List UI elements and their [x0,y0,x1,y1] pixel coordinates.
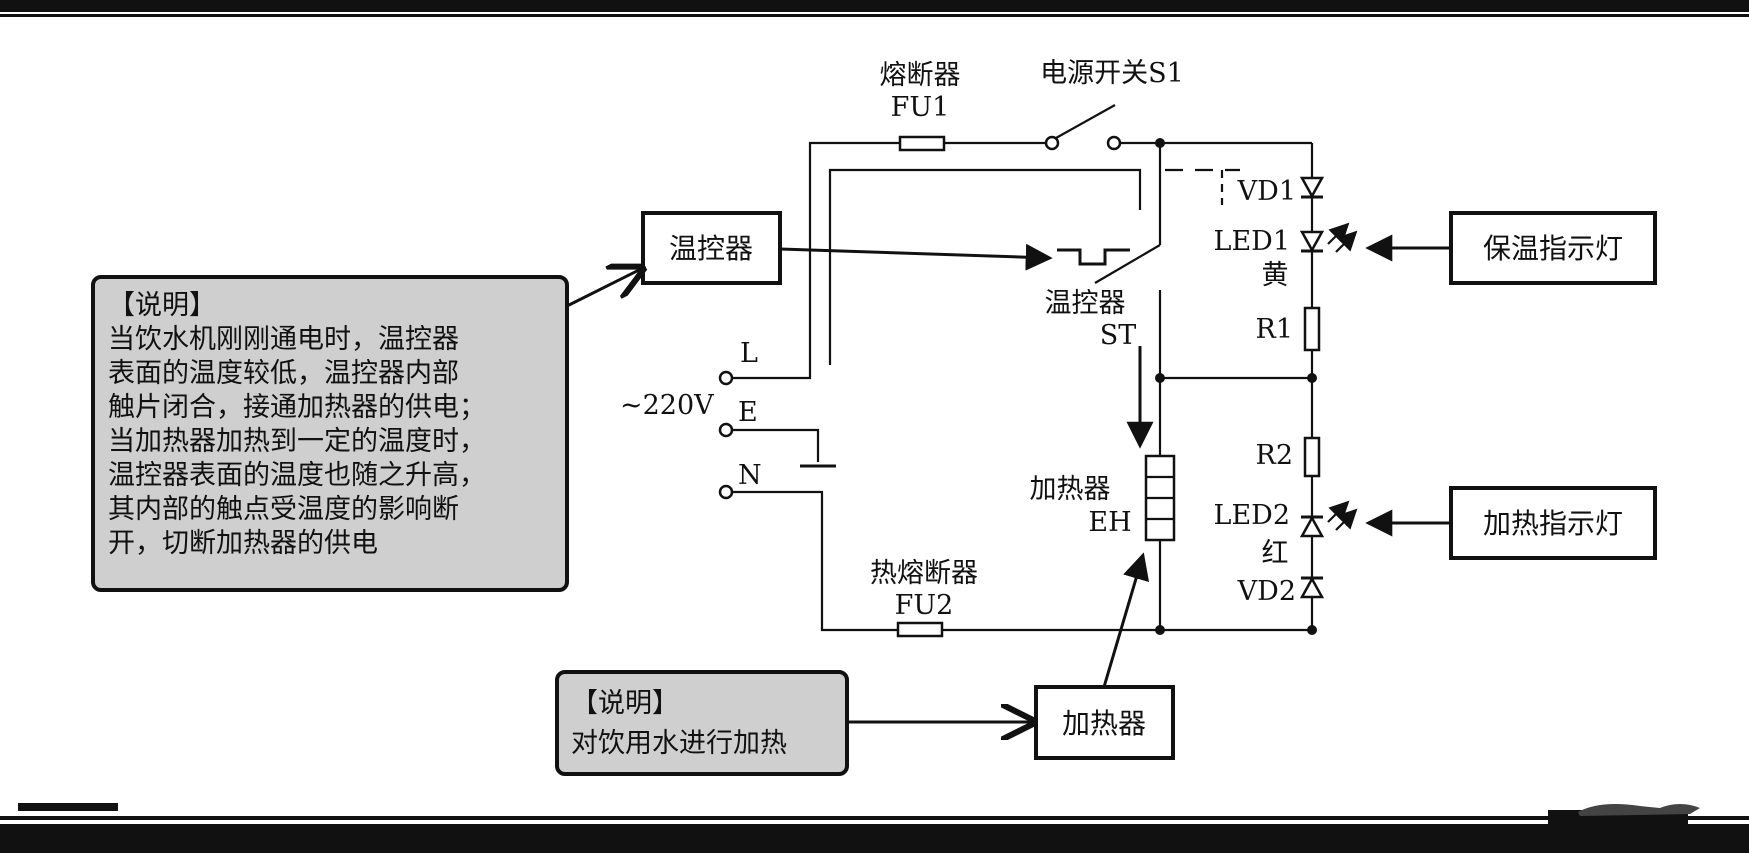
note-left-line: 其内部的触点受温度的影响断 [108,494,459,525]
vd1-label: VD1 [1237,176,1296,207]
thermostat-code: ST [1100,320,1137,351]
note-left-line: 触片闭合，接通加热器的供电； [108,392,486,423]
box-keep-warm-lamp: 保温指示灯 [1449,211,1657,285]
box-heating-lamp-label: 加热指示灯 [1483,507,1623,540]
box-thermostat: 温控器 [641,211,782,285]
power-switch-s1: 电源开关S1 [1040,58,1184,151]
terminal-e [718,422,734,438]
diode-vd1: VD1 [1237,176,1325,207]
supply-terminals: L E N ~220V [620,338,762,500]
fuse-fu1: 熔断器 FU1 [880,60,961,152]
fuse-fu2: 热熔断器 FU2 [870,558,978,638]
heater-label: 加热器 [1030,474,1111,505]
led1: LED1 黄 [1214,222,1358,291]
terminal-e-label: E [738,397,758,428]
led2: LED2 红 [1214,500,1358,569]
heater-code: EH [1088,507,1131,538]
box-keep-warm-lamp-label: 保温指示灯 [1483,232,1623,265]
led2-color: 红 [1262,538,1289,569]
switch-label: 电源开关S1 [1040,58,1184,89]
note-bottom-line: 【说明】 [571,688,679,719]
diode-vd2: VD2 [1237,576,1325,607]
circuit-wiring [730,141,1314,632]
vd2-label: VD2 [1237,576,1296,607]
note-left-line: 温控器表面的温度也随之升高， [108,460,486,491]
supply-voltage-label: ~220V [620,390,714,421]
terminal-l-label: L [740,338,758,369]
note-left: 【说明】 当饮水机刚刚通电时，温控器 表面的温度较低，温控器内部 触片闭合，接通… [91,275,569,592]
thermostat-label: 温控器 [1045,288,1126,319]
callout-arrows [566,234,1451,722]
fuse-fu2-code: FU2 [895,590,954,621]
junction-dots [1155,138,1317,635]
note-left-line: 开，切断加热器的供电 [108,528,378,559]
note-bottom: 【说明】 对饮用水进行加热 [555,670,849,776]
note-left-line: 表面的温度较低，温控器内部 [108,358,459,389]
heater-eh: 加热器 EH [1030,454,1176,542]
led1-label: LED1 [1214,226,1290,257]
fuse-fu2-label: 热熔断器 [870,558,978,589]
box-heating-lamp: 加热指示灯 [1449,486,1657,560]
r1-label: R1 [1255,314,1293,345]
resistor-r1: R1 [1255,306,1321,352]
fuse-fu1-label: 熔断器 [880,60,961,91]
arrow-note-to-thermostat [566,268,643,308]
arrow-thermostat-to-contact [779,243,1053,271]
terminal-l [718,370,734,386]
terminal-n [718,484,734,500]
note-left-line: 当加热器加热到一定的温度时， [108,426,486,457]
arrow-heater-box-to-heater [1102,552,1150,688]
resistor-r2: R2 [1255,436,1321,478]
terminal-n-label: N [738,460,762,491]
fuse-fu1-code: FU1 [891,92,950,123]
r2-label: R2 [1255,440,1293,471]
led1-color: 黄 [1262,260,1289,291]
note-bottom-line: 对饮用水进行加热 [571,728,787,759]
led2-label: LED2 [1214,500,1290,531]
note-left-line: 【说明】 [108,290,216,321]
box-thermostat-label: 温控器 [669,232,753,265]
box-heater-label: 加热器 [1062,707,1146,740]
box-heater: 加热器 [1034,685,1175,760]
thermostat-st: 温控器 ST [1045,288,1137,351]
note-left-line: 当饮水机刚刚通电时，温控器 [108,324,459,355]
